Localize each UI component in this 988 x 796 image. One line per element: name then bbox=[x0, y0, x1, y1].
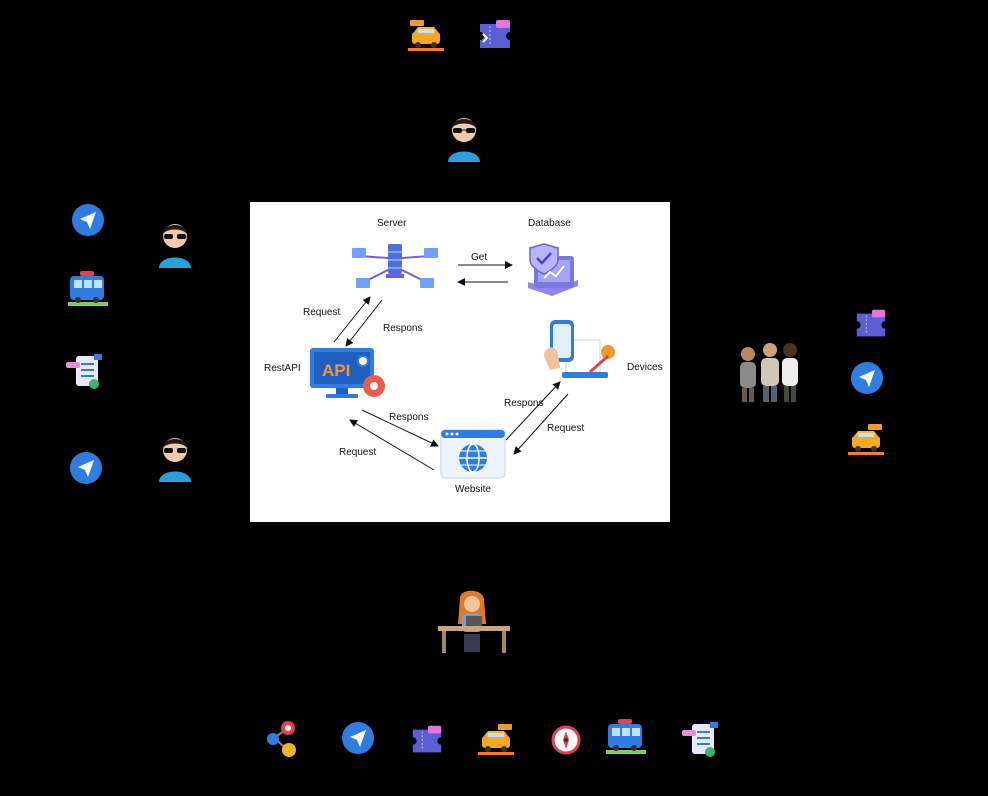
person-sunglasses-icon bbox=[159, 438, 191, 482]
edge-label-request: Request bbox=[547, 423, 585, 434]
api-monitor-icon: API bbox=[310, 348, 385, 398]
devices-label: Devices bbox=[627, 362, 663, 373]
taxi-icon bbox=[478, 724, 514, 755]
restapi-label: RestAPI bbox=[264, 363, 301, 374]
people-group-icon bbox=[740, 343, 798, 402]
location-network-icon bbox=[267, 721, 296, 757]
website-label: Website bbox=[455, 484, 491, 495]
arrow-website-to-devices bbox=[505, 381, 561, 441]
taxi-icon bbox=[408, 20, 444, 51]
edge-label-respons: Respons bbox=[389, 412, 429, 423]
ticket-icon bbox=[480, 20, 510, 48]
database-shield-icon bbox=[528, 243, 578, 296]
edge-label-get: Get bbox=[471, 252, 488, 263]
ticket-icon bbox=[856, 309, 886, 337]
edge-label-request: Request bbox=[303, 307, 341, 318]
send-icon bbox=[70, 452, 102, 484]
server-label: Server bbox=[377, 218, 407, 229]
send-icon bbox=[851, 362, 883, 394]
person-sunglasses-icon bbox=[159, 224, 191, 268]
person-sunglasses-icon bbox=[448, 118, 480, 162]
send-icon bbox=[72, 204, 104, 236]
edge-label-respons: Respons bbox=[504, 398, 544, 409]
ticket-icon bbox=[412, 725, 442, 753]
devices-icon bbox=[544, 320, 615, 378]
taxi-icon bbox=[848, 424, 884, 455]
person-at-desk-icon bbox=[438, 590, 510, 653]
arrow-restapi-to-server bbox=[333, 296, 371, 343]
website-globe-icon bbox=[440, 429, 506, 479]
edge-label-respons: Respons bbox=[383, 323, 423, 334]
arrow-server-to-restapi bbox=[345, 299, 383, 347]
bus-icon bbox=[606, 719, 646, 754]
arrow-website-to-restapi bbox=[349, 419, 435, 471]
architecture-diagram-panel: Server Database Get Request Respons Rest… bbox=[250, 202, 670, 522]
arrow-devices-to-website bbox=[513, 393, 569, 455]
server-network-icon bbox=[352, 244, 438, 288]
arrow-restapi-to-website bbox=[361, 409, 439, 447]
api-badge-text: API bbox=[322, 361, 350, 380]
bus-icon bbox=[68, 271, 108, 306]
send-icon bbox=[342, 722, 374, 754]
compass-icon bbox=[551, 725, 581, 755]
edge-label-request: Request bbox=[339, 447, 377, 458]
checklist-icon bbox=[682, 722, 718, 757]
diagram-arrows bbox=[333, 261, 569, 471]
checklist-icon bbox=[66, 354, 102, 389]
database-label: Database bbox=[528, 218, 571, 229]
